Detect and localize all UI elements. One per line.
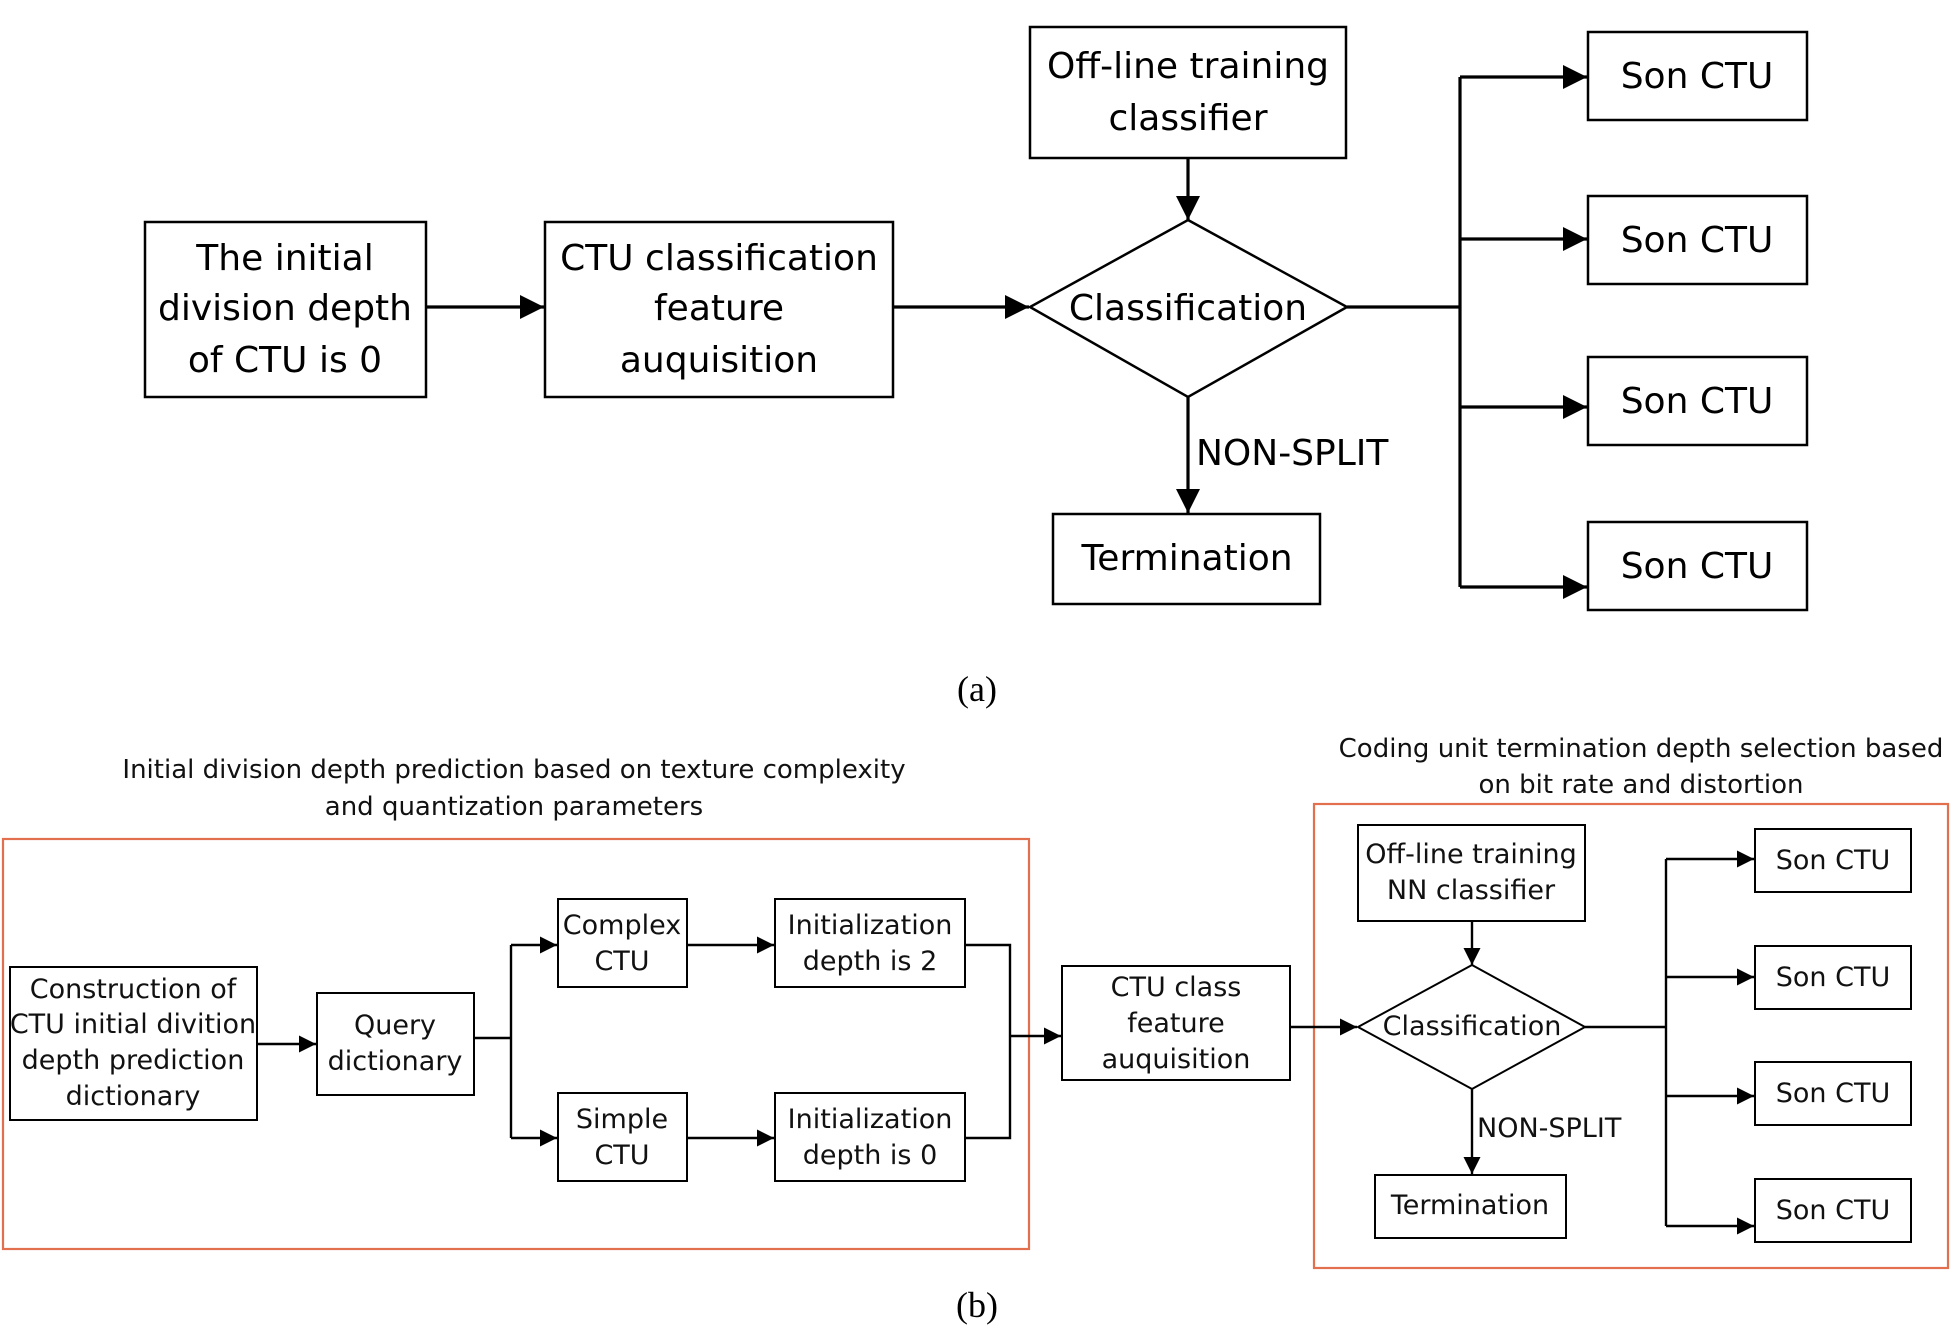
left-group-frame [1, 837, 1031, 1251]
init-depth-2-line-2: depth is 2 [803, 946, 938, 977]
offline-training-line-1: Off-line training [1365, 839, 1577, 870]
son-ctu-label: Son CTU [1621, 56, 1774, 97]
son-ctu-box: Son CTU [1754, 1061, 1912, 1126]
son-ctu-box: Son CTU [1754, 1178, 1912, 1243]
ctu-class-feature-line-1: CTU class [1111, 972, 1242, 1003]
right-group-title-line-2: on bit rate and distortion [1479, 770, 1804, 800]
son-ctu-label: Son CTU [1621, 546, 1774, 587]
simple-ctu-box: Simple CTU [557, 1092, 688, 1182]
initial-depth-line-3: of CTU is 0 [188, 340, 382, 381]
ctu-class-feature-box: CTU class feature auquisition [1061, 965, 1291, 1081]
son-ctu-label: Son CTU [1776, 962, 1890, 993]
termination-label: Termination [1080, 538, 1292, 579]
offline-training-box: Off-line training classifier [1028, 25, 1348, 160]
init-depth-2-box: Initialization depth is 2 [774, 898, 966, 988]
ctu-class-feature-line-2: feature [1127, 1008, 1224, 1039]
classification-label: Classification [1069, 288, 1307, 329]
construction-line-1: Construction of [30, 974, 238, 1005]
construction-line-4: dictionary [66, 1081, 201, 1112]
construction-box: Construction of CTU initial divition dep… [9, 966, 258, 1121]
simple-ctu-line-1: Simple [576, 1104, 668, 1135]
complex-ctu-line-2: CTU [594, 946, 649, 977]
feature-acquisition-line-2: feature [654, 288, 784, 329]
non-split-label: NON-SPLIT [1196, 433, 1389, 474]
merge-line-depth-2 [965, 943, 1012, 1140]
query-dictionary-line-1: Query [354, 1010, 436, 1041]
offline-training-line-2: NN classifier [1387, 875, 1556, 906]
son-ctu-box: Son CTU [1754, 945, 1912, 1010]
termination-box: Termination [1374, 1174, 1567, 1239]
complex-ctu-box: Complex CTU [557, 898, 688, 988]
classification-diamond: Classification [1355, 963, 1588, 1091]
termination-box: Termination [1051, 512, 1322, 606]
caption-b: (b) [956, 1285, 998, 1325]
feature-acquisition-line-3: auquisition [620, 340, 818, 381]
init-depth-0-line-1: Initialization [788, 1104, 953, 1135]
left-group-title-line-1: Initial division depth prediction based … [122, 755, 905, 785]
son-ctu-label: Son CTU [1621, 381, 1774, 422]
simple-ctu-line-2: CTU [594, 1140, 649, 1171]
init-depth-2-line-1: Initialization [788, 910, 953, 941]
query-dictionary-box: Query dictionary [316, 992, 475, 1096]
caption-a: (a) [957, 669, 997, 709]
right-group-frame [1312, 802, 1950, 1270]
left-group-title-line-2: and quantization parameters [325, 792, 703, 822]
son-ctu-label: Son CTU [1621, 220, 1774, 261]
classification-diamond: Classification [1027, 218, 1350, 399]
non-split-label: NON-SPLIT [1477, 1113, 1622, 1144]
complex-ctu-line-1: Complex [563, 910, 681, 941]
son-ctu-box: Son CTU [1586, 30, 1809, 122]
panel-a: The initial division depth of CTU is 0 C… [143, 25, 1809, 709]
son-ctu-box: Son CTU [1754, 828, 1912, 893]
panel-b: Initial division depth prediction based … [1, 734, 1950, 1325]
classification-label: Classification [1383, 1011, 1562, 1042]
offline-training-box: Off-line training NN classifier [1357, 824, 1586, 922]
construction-line-2: CTU initial divition [10, 1009, 256, 1040]
init-depth-0-line-2: depth is 0 [803, 1140, 938, 1171]
son-ctu-label: Son CTU [1776, 845, 1890, 876]
offline-training-line-2: classifier [1109, 98, 1268, 139]
termination-label: Termination [1390, 1190, 1549, 1221]
offline-training-line-1: Off-line training [1047, 46, 1329, 87]
son-ctu-box: Son CTU [1586, 520, 1809, 612]
feature-acquisition-box: CTU classification feature auquisition [543, 220, 895, 399]
son-ctu-label: Son CTU [1776, 1078, 1890, 1109]
feature-acquisition-line-1: CTU classification [560, 238, 878, 279]
son-ctu-box: Son CTU [1586, 355, 1809, 447]
right-group-title-line-1: Coding unit termination depth selection … [1339, 734, 1944, 764]
initial-depth-line-2: division depth [158, 288, 412, 329]
construction-line-3: depth prediction [22, 1045, 245, 1076]
query-dictionary-line-2: dictionary [328, 1046, 463, 1077]
init-depth-0-box: Initialization depth is 0 [774, 1092, 966, 1182]
son-ctu-box: Son CTU [1586, 194, 1809, 286]
son-ctu-label: Son CTU [1776, 1195, 1890, 1226]
ctu-class-feature-line-3: auquisition [1102, 1044, 1251, 1075]
initial-depth-line-1: The initial [195, 238, 373, 279]
initial-depth-box: The initial division depth of CTU is 0 [143, 220, 428, 399]
